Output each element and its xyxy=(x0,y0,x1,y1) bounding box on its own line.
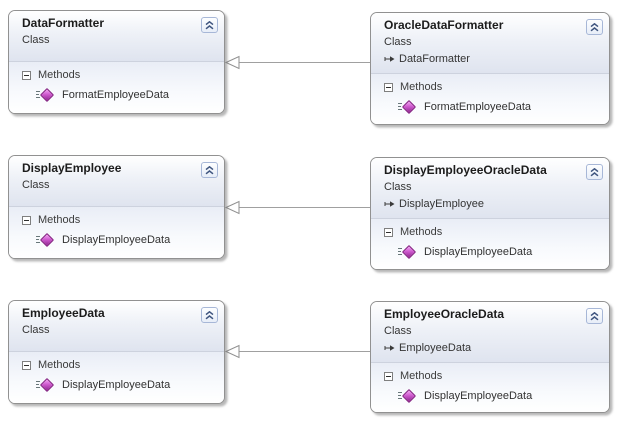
class-kind: Class xyxy=(22,34,50,46)
collapse-button[interactable] xyxy=(586,164,603,180)
collapse-button[interactable] xyxy=(586,308,603,324)
methods-label: Methods xyxy=(38,359,81,371)
method-item[interactable]: DisplayEmployeeData xyxy=(371,240,609,260)
expander-minus-icon[interactable] xyxy=(384,227,393,237)
expander-minus-icon[interactable] xyxy=(384,82,393,92)
base-type-arrow-icon xyxy=(384,345,395,351)
expander-minus-icon[interactable] xyxy=(22,70,31,80)
inheritance-arrow-icon xyxy=(224,55,240,70)
collapse-button[interactable] xyxy=(586,19,603,35)
class-node-oracledataformatter[interactable]: OracleDataFormatter Class DataFormatter … xyxy=(370,12,610,125)
class-node-displayemployee[interactable]: DisplayEmployee Class Methods DisplayEmp… xyxy=(8,155,225,259)
collapse-button[interactable] xyxy=(201,162,218,178)
inheritance-connector[interactable] xyxy=(224,200,370,215)
methods-label: Methods xyxy=(400,81,443,93)
class-body: Methods DisplayEmployeeData xyxy=(371,362,609,412)
class-name: DisplayEmployee xyxy=(22,161,122,175)
class-node-employeedata[interactable]: EmployeeData Class Methods DisplayEmploy… xyxy=(8,300,225,404)
methods-label: Methods xyxy=(38,69,81,81)
expander-minus-icon[interactable] xyxy=(22,215,31,225)
class-body: Methods DisplayEmployeeData xyxy=(9,351,224,403)
base-type-arrow-icon xyxy=(384,201,395,207)
base-type-arrow-icon xyxy=(384,56,395,62)
method-icon xyxy=(36,377,55,393)
method-item[interactable]: FormatEmployeeData xyxy=(9,83,224,103)
method-name: DisplayEmployeeData xyxy=(424,246,533,258)
methods-label: Methods xyxy=(400,370,443,382)
method-item[interactable]: DisplayEmployeeData xyxy=(371,384,609,404)
class-kind: Class xyxy=(22,179,50,191)
class-name: EmployeeData xyxy=(22,306,105,320)
collapse-button[interactable] xyxy=(201,307,218,323)
class-name: DataFormatter xyxy=(22,16,105,30)
inheritance-connector[interactable] xyxy=(224,55,370,70)
class-kind: Class xyxy=(384,181,412,193)
class-header: EmployeeOracleData Class EmployeeData xyxy=(371,302,609,362)
class-kind: Class xyxy=(384,325,412,337)
method-name: DisplayEmployeeData xyxy=(62,379,171,391)
class-body: Methods FormatEmployeeData xyxy=(9,61,224,113)
method-item[interactable]: DisplayEmployeeData xyxy=(9,228,224,248)
inheritance-arrow-icon xyxy=(224,344,240,359)
method-icon xyxy=(398,244,417,260)
class-name: EmployeeOracleData xyxy=(384,307,505,321)
method-icon xyxy=(36,87,55,103)
inheritance-arrow-icon xyxy=(224,200,240,215)
chevron-up-double-icon xyxy=(205,165,214,174)
base-class-name: DataFormatter xyxy=(399,53,470,65)
base-class-name: DisplayEmployee xyxy=(399,198,484,210)
method-name: FormatEmployeeData xyxy=(62,89,169,101)
method-name: DisplayEmployeeData xyxy=(62,234,171,246)
class-kind: Class xyxy=(22,324,50,336)
expander-minus-icon[interactable] xyxy=(384,371,393,381)
method-icon xyxy=(398,388,417,404)
class-header: DisplayEmployee Class xyxy=(9,156,224,206)
class-header: OracleDataFormatter Class DataFormatter xyxy=(371,13,609,73)
chevron-up-double-icon xyxy=(590,311,599,320)
method-name: FormatEmployeeData xyxy=(424,101,531,113)
method-name: DisplayEmployeeData xyxy=(424,390,533,402)
base-class-name: EmployeeData xyxy=(399,342,472,354)
chevron-up-double-icon xyxy=(590,167,599,176)
method-icon xyxy=(398,99,417,115)
class-body: Methods FormatEmployeeData xyxy=(371,73,609,124)
class-body: Methods DisplayEmployeeData xyxy=(371,218,609,269)
chevron-up-double-icon xyxy=(590,22,599,31)
class-header: DisplayEmployeeOracleData Class DisplayE… xyxy=(371,158,609,218)
chevron-up-double-icon xyxy=(205,20,214,29)
method-item[interactable]: DisplayEmployeeData xyxy=(9,373,224,393)
class-name: DisplayEmployeeOracleData xyxy=(384,163,547,177)
class-body: Methods DisplayEmployeeData xyxy=(9,206,224,258)
class-name: OracleDataFormatter xyxy=(384,18,504,32)
class-node-displayemployeeoracledata[interactable]: DisplayEmployeeOracleData Class DisplayE… xyxy=(370,157,610,270)
methods-label: Methods xyxy=(38,214,81,226)
expander-minus-icon[interactable] xyxy=(22,360,31,370)
class-header: EmployeeData Class xyxy=(9,301,224,351)
inheritance-connector[interactable] xyxy=(224,344,370,359)
method-item[interactable]: FormatEmployeeData xyxy=(371,95,609,115)
method-icon xyxy=(36,232,55,248)
collapse-button[interactable] xyxy=(201,17,218,33)
class-header: DataFormatter Class xyxy=(9,11,224,61)
class-node-dataformatter[interactable]: DataFormatter Class Methods FormatEmploy… xyxy=(8,10,225,114)
chevron-up-double-icon xyxy=(205,310,214,319)
class-kind: Class xyxy=(384,36,412,48)
methods-label: Methods xyxy=(400,226,443,238)
class-node-employeeoracledata[interactable]: EmployeeOracleData Class EmployeeData Me… xyxy=(370,301,610,413)
